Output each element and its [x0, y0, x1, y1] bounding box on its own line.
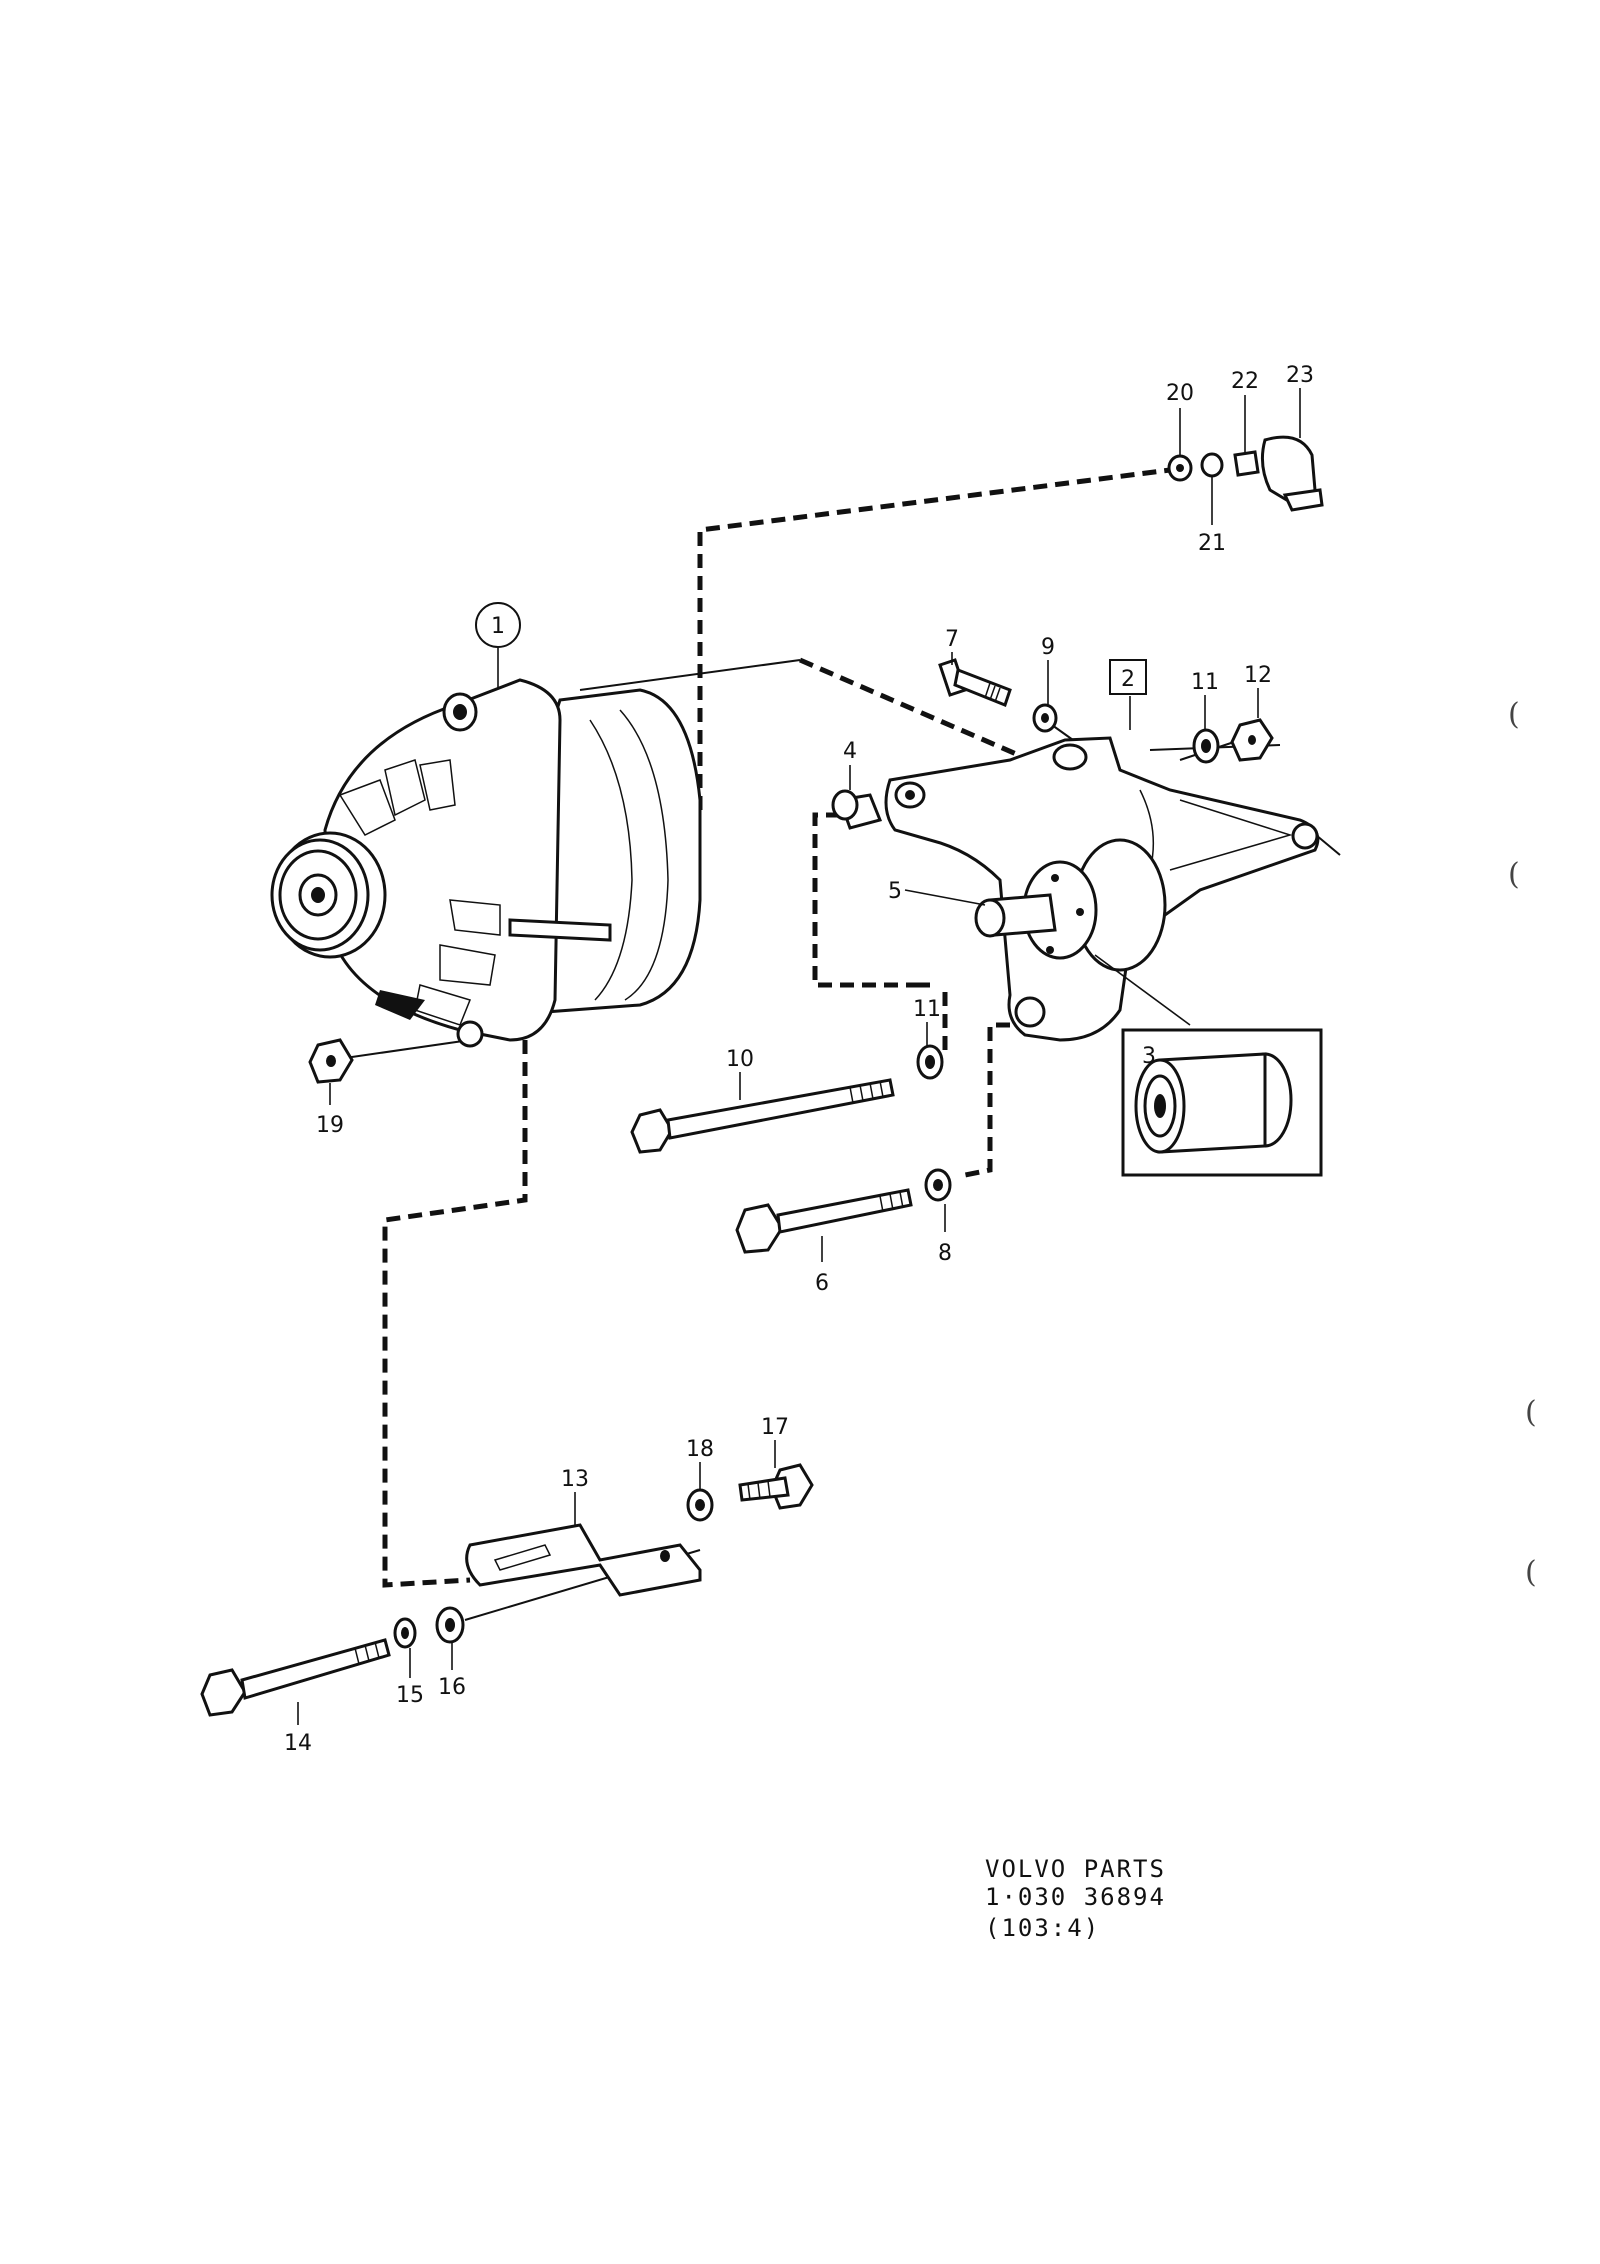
strap-13: [465, 1523, 702, 1597]
bolt-6: [735, 1188, 913, 1254]
margin-mark: (: [1525, 1395, 1537, 1430]
callout-1: 1: [475, 602, 521, 648]
callout-18: 18: [686, 1437, 714, 1462]
callout-16: 16: [438, 1675, 466, 1700]
washer-11-top: [1192, 728, 1220, 764]
bolt-7: [938, 658, 1012, 707]
parts-reference: VOLVO PARTS 1·030 36894 (103:4): [985, 1855, 1166, 1942]
margin-mark: (: [1508, 697, 1520, 732]
washer-15: [393, 1617, 417, 1649]
callout-11-top: 11: [1191, 670, 1219, 695]
callout-21: 21: [1198, 531, 1226, 556]
callout-20: 20: [1166, 381, 1194, 406]
washer-16: [435, 1606, 465, 1644]
connector-group: [1167, 435, 1324, 512]
margin-mark: (: [1508, 857, 1520, 892]
callout-12: 12: [1244, 663, 1272, 688]
bracket: [884, 736, 1320, 1042]
bolt-10: [630, 1078, 895, 1154]
callout-7: 7: [945, 627, 959, 652]
washer-9: [1032, 703, 1058, 733]
callout-13: 13: [561, 1467, 589, 1492]
footer-brand: VOLVO PARTS: [985, 1855, 1166, 1883]
callout-17: 17: [761, 1415, 789, 1440]
washer-18: [686, 1488, 714, 1522]
callout-15: 15: [396, 1683, 424, 1708]
nut-19: [308, 1038, 354, 1084]
callout-5: 5: [888, 879, 902, 904]
alternator: [270, 678, 702, 1048]
callout-2: 2: [1109, 659, 1147, 695]
svg-text:2: 2: [1121, 667, 1135, 692]
callout-6: 6: [815, 1271, 829, 1296]
spacer-4: [831, 789, 883, 830]
callout-9: 9: [1041, 635, 1055, 660]
washer-11-lower: [916, 1044, 944, 1080]
bearing-inset: [1121, 1028, 1323, 1177]
callout-8: 8: [938, 1241, 952, 1266]
footer-page-ref: (103:4): [985, 1914, 1100, 1942]
nut-12: [1230, 718, 1274, 762]
bolt-17: [738, 1463, 814, 1510]
svg-text:1: 1: [491, 614, 505, 639]
footer-part-number: 1·030 36894: [985, 1883, 1166, 1911]
margin-mark: (: [1525, 1555, 1537, 1590]
callout-23: 23: [1286, 363, 1314, 388]
callout-3: 3: [1142, 1044, 1156, 1069]
callout-10: 10: [726, 1047, 754, 1072]
washer-8: [924, 1168, 952, 1202]
bolt-14: [200, 1638, 391, 1717]
callout-4: 4: [843, 739, 857, 764]
callout-11-lower: 11: [913, 997, 941, 1022]
callout-14: 14: [284, 1731, 312, 1756]
callout-22: 22: [1231, 369, 1259, 394]
leader-lines: [297, 388, 1301, 1725]
callout-19: 19: [316, 1113, 344, 1138]
